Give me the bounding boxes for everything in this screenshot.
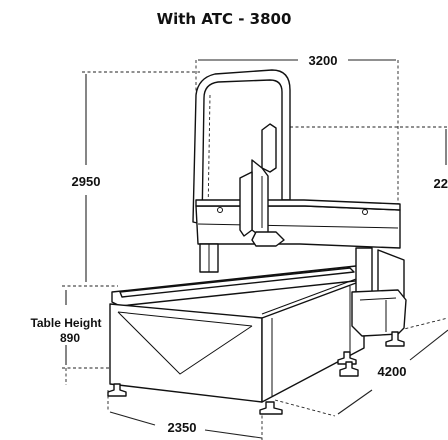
dim-height-left-label: 2950	[72, 174, 101, 189]
dim-table-height: Table Height 890	[30, 285, 118, 385]
dim-width-top: 3200	[195, 53, 399, 210]
gantry-leg-right	[351, 247, 407, 337]
dim-width-top-label: 3200	[309, 53, 338, 68]
dim-height-right: 22	[290, 126, 448, 191]
dim-depth-label: 4200	[378, 364, 407, 379]
dim-front-width: 2350	[107, 390, 263, 440]
dim-height-right-label: 22	[434, 176, 448, 191]
leveling-feet	[107, 331, 405, 415]
gantry-beam	[195, 199, 401, 249]
dim-table-height-value: 890	[60, 331, 80, 345]
dim-depth: 4200	[274, 317, 448, 417]
gantry-leg-left	[199, 243, 219, 273]
dim-table-height-label: Table Height	[30, 316, 101, 330]
machine-table	[109, 265, 365, 403]
dim-front-width-label: 2350	[168, 420, 197, 435]
dim-height-left: 2950	[72, 71, 200, 282]
spindle-carriage	[239, 123, 285, 247]
page-title: With ATC - 3800	[156, 10, 292, 28]
